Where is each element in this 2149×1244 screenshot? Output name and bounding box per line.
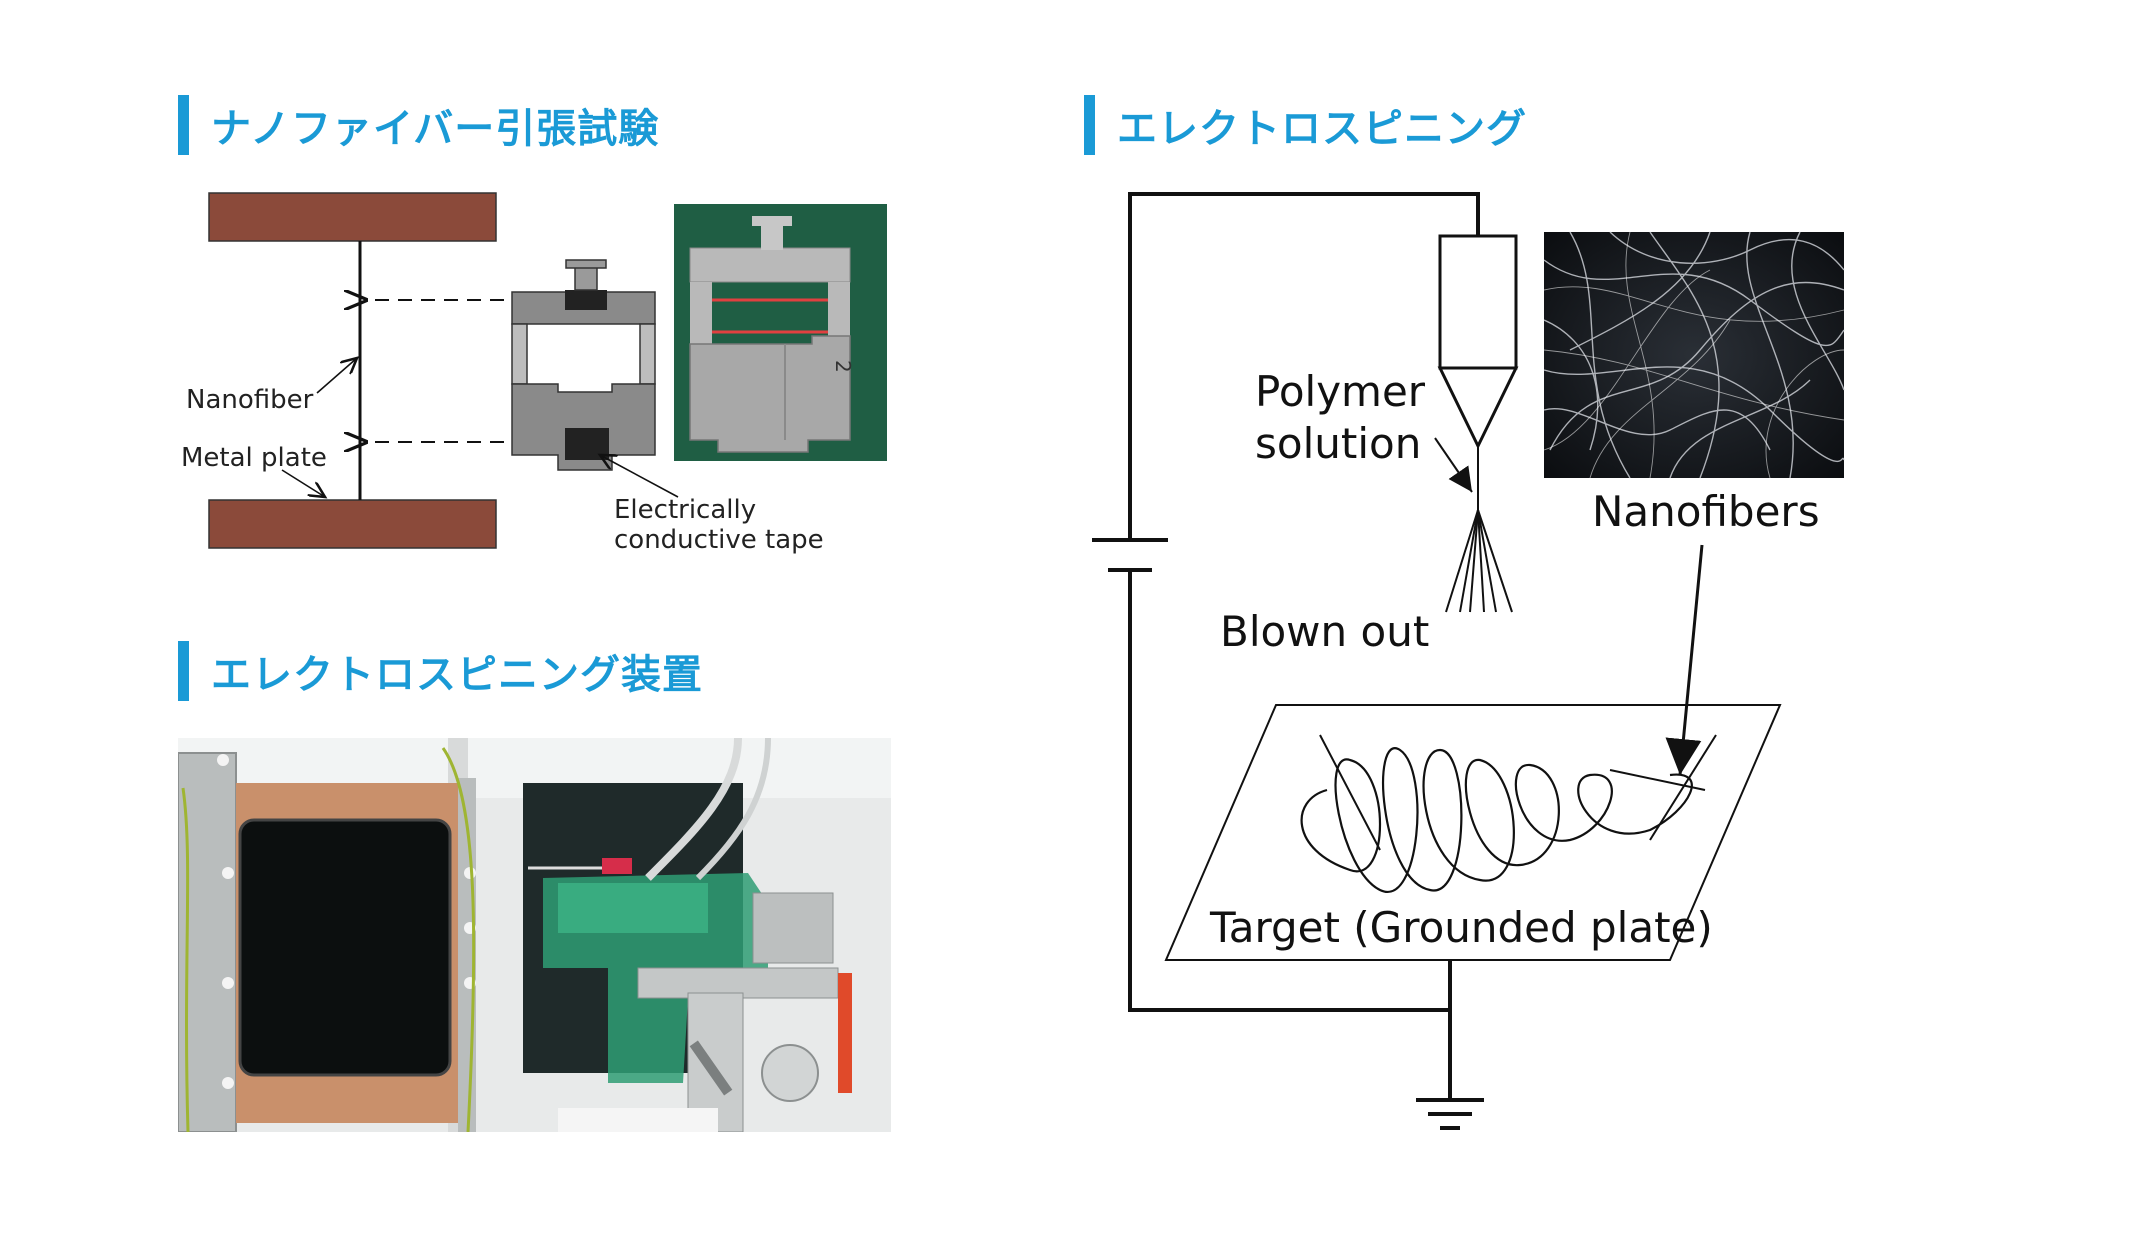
fiber-strand-right xyxy=(1649,734,1717,841)
photo-digit: 2 xyxy=(831,360,855,373)
heading-tensile-test: ナノファイバー引張試験 xyxy=(178,95,659,155)
heading-electrospinning-apparatus: エレクトロスピニング装置 xyxy=(178,641,703,701)
polymer-pointer xyxy=(1434,437,1473,493)
label-polymer-line1: Polymer xyxy=(1255,367,1426,416)
label-target: Target (Grounded plate) xyxy=(1209,903,1713,952)
tensile-test-diagram: Nanofiber Metal plate Electrically condu… xyxy=(181,192,887,555)
heading-tensile-test-text: ナノファイバー引張試験 xyxy=(211,106,660,152)
heading-electrospinning-apparatus-text: エレクトロスピニング装置 xyxy=(211,652,703,698)
fiber-strand-left xyxy=(1319,734,1381,851)
sample-holder-schematic xyxy=(511,259,656,471)
ground-symbol-icon xyxy=(1416,1098,1484,1130)
syringe xyxy=(1437,234,1519,450)
heading-electrospinning-text: エレクトロスピニング xyxy=(1117,106,1527,152)
label-metal-plate: Metal plate xyxy=(181,443,327,473)
target-grounded-plate xyxy=(1164,704,1782,961)
conductive-tape-upper xyxy=(565,290,607,310)
heading-accent-bar xyxy=(178,641,189,701)
nanofiber-pointer xyxy=(316,358,357,394)
nanofibers-pointer xyxy=(1665,544,1704,776)
metal-plate-top xyxy=(208,192,497,242)
label-nanofibers: Nanofibers xyxy=(1592,487,1820,536)
nanofiber-sem-image xyxy=(1543,231,1845,479)
metal-plate-bottom xyxy=(208,499,497,549)
sample-holder-photo: 2 xyxy=(674,204,887,461)
fiber-strand-cross xyxy=(1609,769,1706,791)
heading-electrospinning: エレクトロスピニング xyxy=(1084,95,1527,155)
electrospinning-apparatus-photo xyxy=(178,738,891,1132)
label-blown-out: Blown out xyxy=(1220,607,1429,656)
tape-pointer xyxy=(600,455,679,498)
spray-jet xyxy=(1445,446,1513,613)
label-tape-line1: Electrically xyxy=(614,495,756,525)
label-tape-line2: conductive tape xyxy=(614,525,824,555)
deposited-fiber xyxy=(1300,747,1693,894)
electrospinning-schematic: Polymer solution Blown out Nanofibers Ta… xyxy=(1092,192,1845,1130)
heading-accent-bar xyxy=(1084,95,1095,155)
battery-symbol-icon xyxy=(1092,538,1168,572)
heading-accent-bar xyxy=(178,95,189,155)
circuit-wires xyxy=(1128,192,1480,1100)
label-nanofiber: Nanofiber xyxy=(186,385,314,415)
conductive-tape-lower xyxy=(565,428,609,460)
label-polymer-line2: solution xyxy=(1255,419,1421,468)
metal-plate-pointer xyxy=(281,469,325,497)
